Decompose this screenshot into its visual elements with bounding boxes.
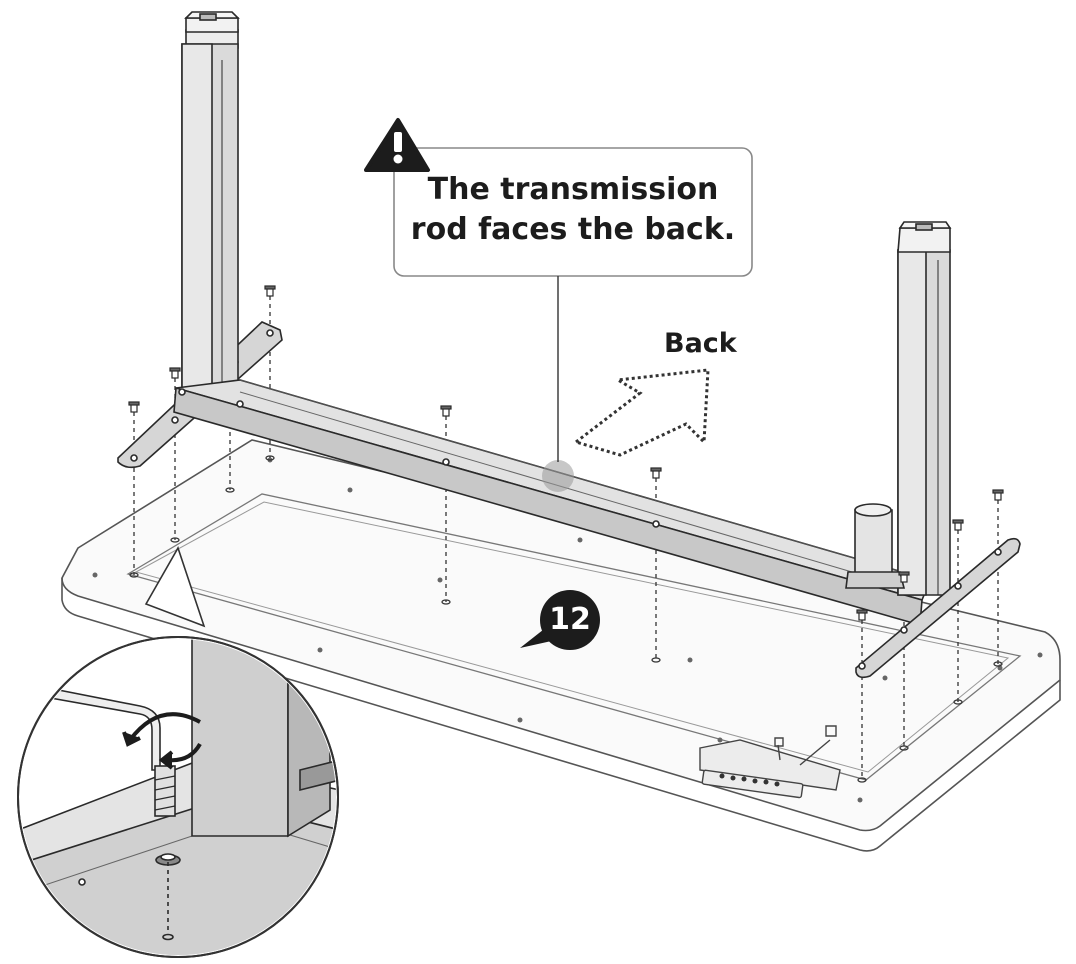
detail-magnifier: [17, 546, 339, 958]
callout-box: [393, 147, 753, 462]
transmission-rod-highlight: [542, 460, 574, 492]
screws: [128, 285, 1004, 621]
step-number: 12: [549, 602, 591, 637]
callout-line-1: The transmission: [427, 172, 719, 207]
right-leg-column: [897, 221, 952, 596]
warning-triangle-icon: [364, 118, 430, 172]
left-leg-column: [181, 11, 240, 391]
dotted-arrow-icon: [572, 368, 710, 457]
control-panel: [699, 725, 841, 799]
callout-text: The transmission rod faces the back.: [398, 170, 748, 250]
rotate-arrow-icon: [122, 712, 202, 770]
back-direction-label: Back: [664, 328, 737, 359]
motor: [845, 503, 906, 589]
step-badge: [520, 590, 600, 650]
callout-line-2: rod faces the back.: [410, 212, 736, 247]
screw-holes: [129, 455, 1003, 783]
right-foot: [855, 537, 1021, 679]
